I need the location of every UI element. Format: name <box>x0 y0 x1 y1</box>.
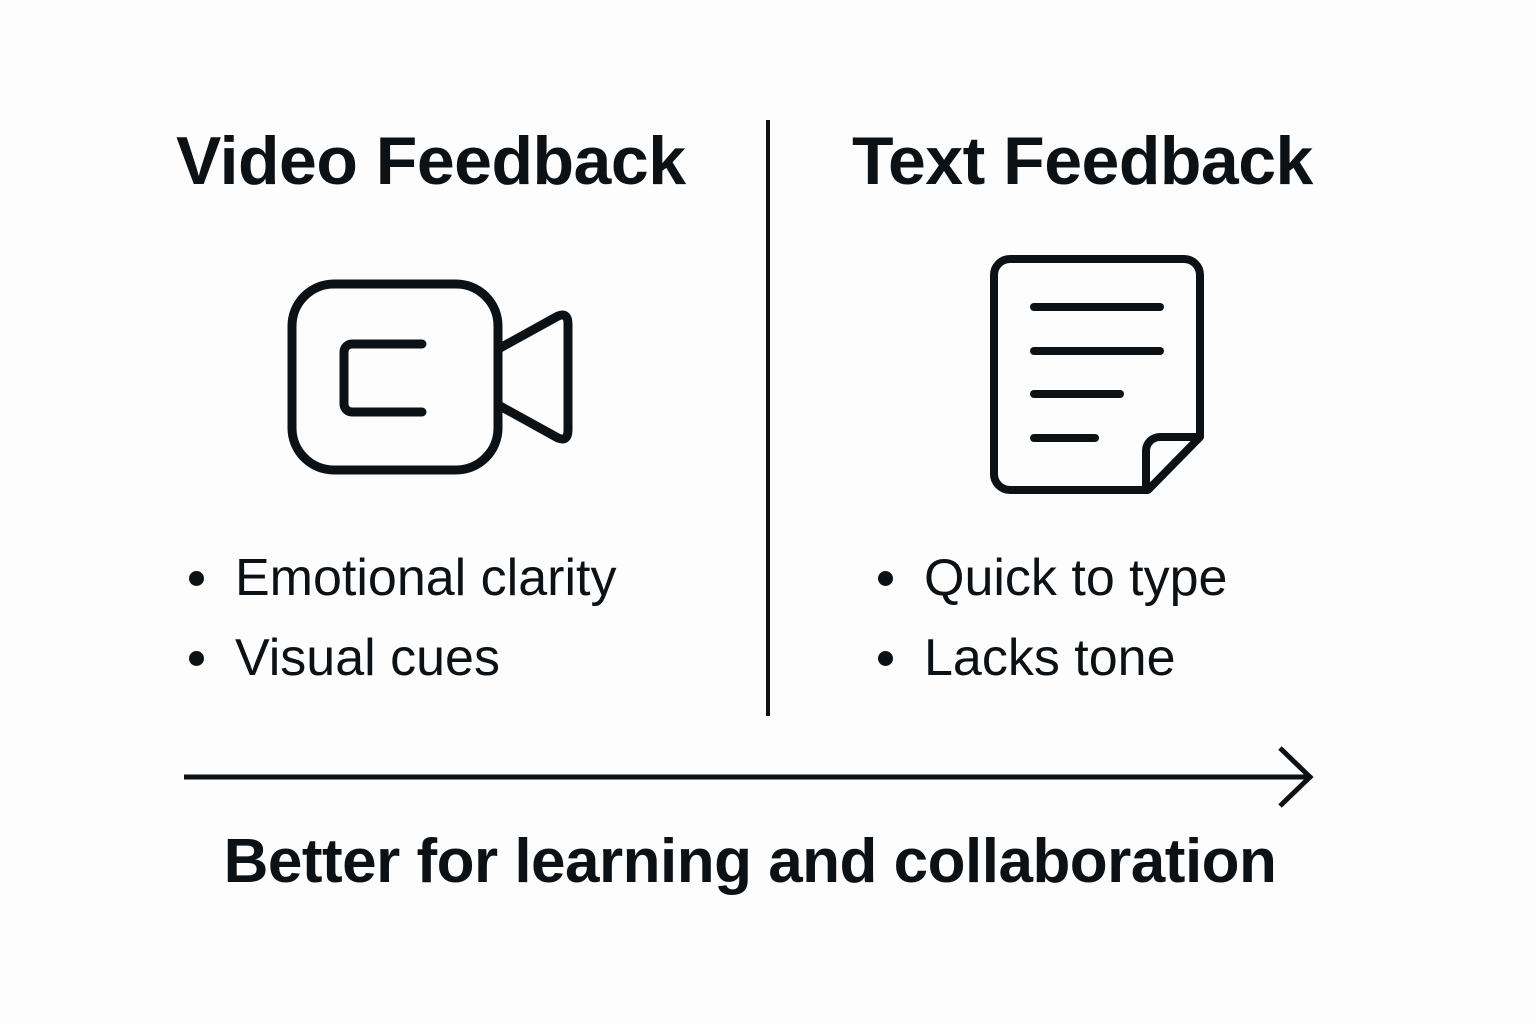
bullet-item: Lacks tone <box>874 618 1227 698</box>
bullet-item: Emotional clarity <box>185 538 616 618</box>
document-icon <box>990 255 1204 494</box>
bullet-item: Visual cues <box>185 618 616 698</box>
vertical-divider <box>766 120 770 716</box>
text-feedback-title: Text Feedback <box>852 123 1313 199</box>
video-feedback-title: Video Feedback <box>176 123 686 199</box>
video-camera-icon <box>287 279 573 475</box>
right-arrow-icon <box>184 746 1314 808</box>
text-feedback-bullets: Quick to type Lacks tone <box>874 538 1227 698</box>
video-feedback-bullets: Emotional clarity Visual cues <box>185 538 616 698</box>
arrow-caption: Better for learning and collaboration <box>223 827 1277 896</box>
bullet-item: Quick to type <box>874 538 1227 618</box>
